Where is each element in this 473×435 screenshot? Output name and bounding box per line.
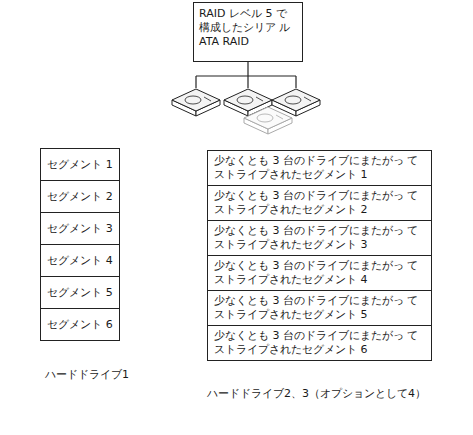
segment-text: セグメント 6 (47, 318, 113, 332)
segment-box: セグメント 5 (40, 276, 120, 309)
cable-line (196, 75, 296, 76)
segment-text: セグメント 2 (47, 190, 113, 204)
segment-box: 少なくとも 3 台のドライブにまたがっ てストライプされたセグメント 4 (207, 255, 432, 291)
segment-text: セグメント 5 (47, 286, 113, 300)
hard-drive (244, 107, 292, 134)
segment-text: 少なくとも 3 台のドライブにまたがっ てストライプされたセグメント 3 (214, 224, 425, 252)
segment-text: 少なくとも 3 台のドライブにまたがっ てストライプされたセグメント 5 (214, 294, 425, 322)
segment-box: 少なくとも 3 台のドライブにまたがっ てストライプされたセグメント 1 (207, 150, 432, 186)
segment-box: 少なくとも 3 台のドライブにまたがっ てストライプされたセグメント 6 (207, 325, 432, 361)
segment-text: 少なくとも 3 台のドライブにまたがっ てストライプされたセグメント 4 (214, 259, 425, 287)
segment-box: セグメント 6 (40, 308, 120, 341)
segment-text: 少なくとも 3 台のドライブにまたがっ てストライプされたセグメント 2 (214, 189, 425, 217)
drive-caption: ハードドライブ1 (45, 368, 129, 382)
raid-title-box: RAID レベル 5 で 構成したシリア ル ATA RAID (193, 2, 303, 62)
segment-text: セグメント 3 (47, 222, 113, 236)
segment-box: セグメント 3 (40, 212, 120, 245)
segment-text: 少なくとも 3 台のドライブにまたがっ てストライプされたセグメント 6 (214, 329, 425, 357)
drive-caption: ハードドライブ2、3（オプションとして4） (207, 387, 426, 401)
segment-box: セグメント 2 (40, 180, 120, 213)
cable-line (195, 76, 196, 88)
segment-text: 少なくとも 3 台のドライブにまたがっ てストライプされたセグメント 1 (214, 154, 425, 182)
cable-line (247, 76, 248, 88)
segment-box: セグメント 1 (40, 148, 120, 181)
segment-box: 少なくとも 3 台のドライブにまたがっ てストライプされたセグメント 5 (207, 290, 432, 326)
hard-drive (172, 89, 220, 116)
segment-box: 少なくとも 3 台のドライブにまたがっ てストライプされたセグメント 3 (207, 220, 432, 256)
cable-line (295, 76, 296, 88)
segment-box: セグメント 4 (40, 244, 120, 277)
segment-text: セグメント 1 (47, 158, 113, 172)
segment-box: 少なくとも 3 台のドライブにまたがっ てストライプされたセグメント 2 (207, 185, 432, 221)
segment-text: セグメント 4 (47, 254, 113, 268)
cable-line (247, 62, 248, 76)
title-text: RAID レベル 5 で 構成したシリア ル ATA RAID (199, 7, 297, 49)
